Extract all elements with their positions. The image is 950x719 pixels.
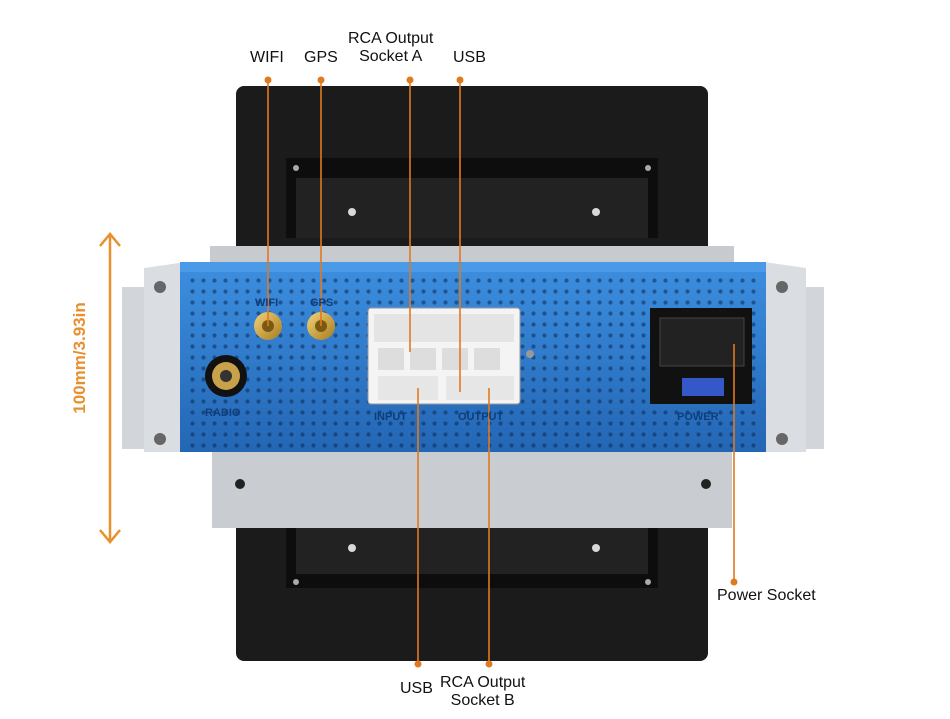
- panel-text-gps: GPS: [310, 297, 333, 309]
- callout-rca-b: RCA Output Socket B: [440, 674, 525, 710]
- callout-rca-b-line2: Socket B: [450, 692, 515, 709]
- callout-rca-a-line1: RCA Output: [348, 30, 434, 47]
- callout-usb-bottom: USB: [400, 680, 433, 697]
- panel-text-power: POWER: [677, 411, 719, 423]
- callout-rca-a-line2: Socket A: [359, 48, 423, 65]
- callout-power-socket: Power Socket: [717, 587, 816, 604]
- callout-wifi: WIFI: [250, 49, 284, 66]
- av-connector-block: [367, 307, 534, 405]
- callout-rca-a: RCA Output Socket A: [348, 30, 433, 66]
- height-dimension-label: 100mm/3.93in: [70, 302, 89, 414]
- callout-rca-b-line1: RCA Output: [440, 674, 526, 691]
- height-dimension-arrow: [99, 232, 121, 544]
- panel-text-output: OUTPUT: [458, 411, 504, 423]
- panel-text-radio: RADIO: [205, 407, 241, 419]
- mounting-bracket: [122, 246, 824, 528]
- power-socket: [650, 308, 752, 404]
- callout-lines: [264, 76, 738, 668]
- radio-socket: [205, 355, 247, 397]
- callout-gps: GPS: [304, 49, 338, 66]
- panel-text-wifi: WIFI: [255, 297, 278, 309]
- panel-text-input: INPUT: [374, 411, 407, 423]
- callout-usb-top: USB: [453, 49, 486, 66]
